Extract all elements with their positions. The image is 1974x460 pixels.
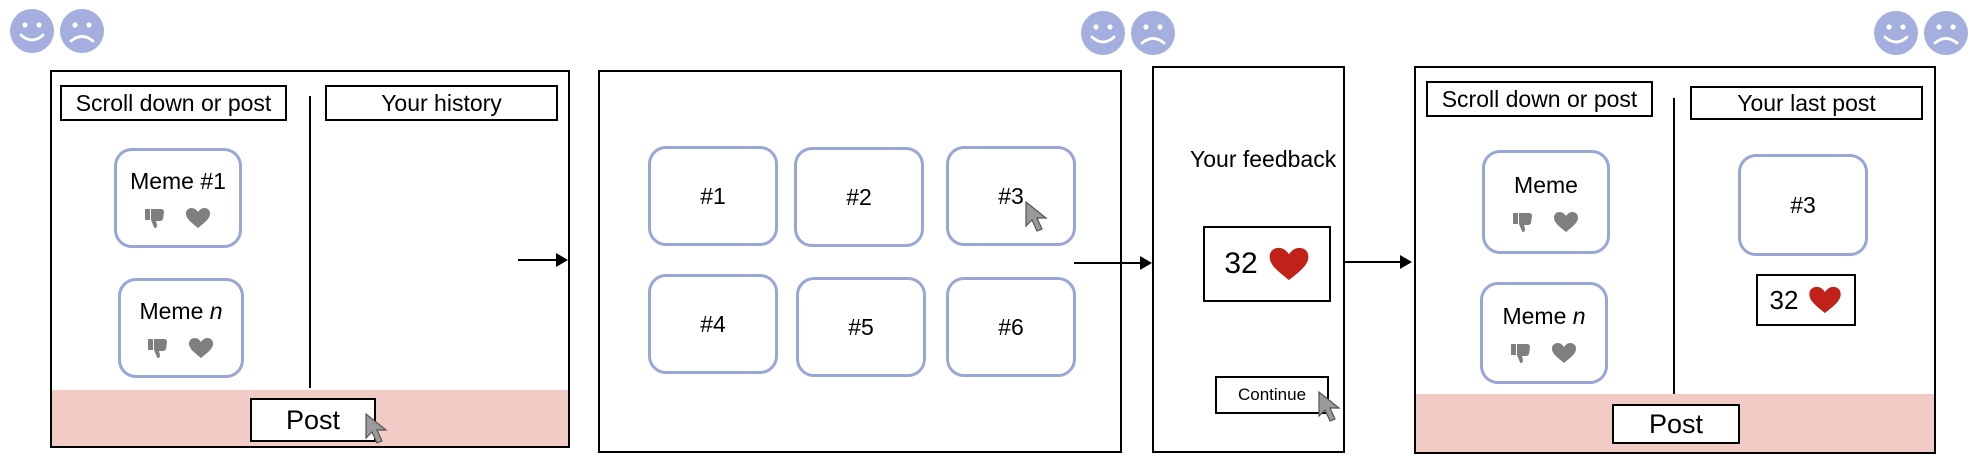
meme-card-n[interactable]: Meme n [118, 278, 244, 378]
meme-title: Meme #1 [130, 168, 226, 194]
meme-tile-3[interactable]: #3 [946, 146, 1076, 246]
meme-tile-1[interactable]: #1 [648, 146, 778, 246]
cursor-icon [1318, 390, 1341, 422]
meme-title: Meme [1514, 172, 1578, 198]
likes-count: 32 [1769, 284, 1799, 315]
happy-face-icon [1081, 11, 1125, 55]
panel-divider [309, 96, 311, 388]
meme-selection-panel: #1 #2 #3 #4 #5 #6 [598, 70, 1122, 453]
meme-card-n[interactable]: Meme n [1480, 282, 1608, 384]
last-post-tile: #3 [1738, 154, 1868, 256]
meme-card-1[interactable]: Meme [1482, 150, 1610, 254]
happy-face-icon [1874, 11, 1918, 55]
heart-icon[interactable] [188, 337, 214, 359]
thumbs-down-icon[interactable] [1513, 212, 1535, 232]
post-button[interactable]: Post [1612, 404, 1740, 444]
happy-sad-faces-icon [1874, 11, 1968, 55]
feed-header: Scroll down or post [60, 85, 287, 121]
meme-title: Meme n [1502, 303, 1586, 329]
feedback-title: Your feedback [1190, 146, 1337, 172]
emotion-indicator-2 [1077, 8, 1177, 58]
heart-icon[interactable] [1551, 342, 1577, 364]
last-post-header: Your last post [1690, 86, 1923, 120]
flow-arrow [1344, 255, 1412, 269]
thumbs-down-icon[interactable] [145, 208, 167, 228]
heart-icon [1269, 247, 1309, 281]
emotion-indicator-3 [1870, 8, 1970, 58]
post-button[interactable]: Post [250, 398, 376, 442]
flow-arrow [1074, 256, 1152, 270]
emotion-indicator-1 [6, 6, 106, 56]
updated-feed-panel: Scroll down or post Your last post Meme … [1414, 66, 1936, 454]
meme-tile-5[interactable]: #5 [796, 277, 926, 377]
feedback-panel: Your feedback 32 Continue [1152, 66, 1345, 453]
sad-face-icon [1924, 11, 1968, 55]
history-header: Your history [325, 85, 558, 121]
flow-arrow [518, 253, 568, 267]
meme-card-1[interactable]: Meme #1 [114, 148, 242, 248]
meme-tile-4[interactable]: #4 [648, 274, 778, 374]
feed-panel: Scroll down or post Your history Meme #1… [50, 70, 570, 448]
thumbs-down-icon[interactable] [1511, 343, 1533, 363]
likes-display: 32 [1203, 226, 1331, 302]
heart-icon[interactable] [1553, 211, 1579, 233]
meme-title: Meme n [139, 298, 223, 324]
thumbs-down-icon[interactable] [148, 338, 170, 358]
happy-sad-faces-icon [1081, 11, 1175, 55]
sad-face-icon [60, 9, 104, 53]
feed-header: Scroll down or post [1426, 81, 1653, 117]
sad-face-icon [1131, 11, 1175, 55]
cursor-icon [365, 412, 388, 444]
likes-count: 32 [1224, 247, 1258, 280]
last-post-likes: 32 [1756, 274, 1856, 326]
happy-face-icon [10, 9, 54, 53]
heart-icon[interactable] [185, 207, 211, 229]
panel-divider [1673, 98, 1675, 394]
heart-icon [1809, 286, 1842, 314]
cursor-icon [1025, 200, 1048, 232]
happy-sad-faces-icon [10, 9, 104, 53]
continue-button[interactable]: Continue [1215, 376, 1329, 414]
meme-tile-6[interactable]: #6 [946, 277, 1076, 377]
meme-tile-2[interactable]: #2 [794, 147, 924, 247]
